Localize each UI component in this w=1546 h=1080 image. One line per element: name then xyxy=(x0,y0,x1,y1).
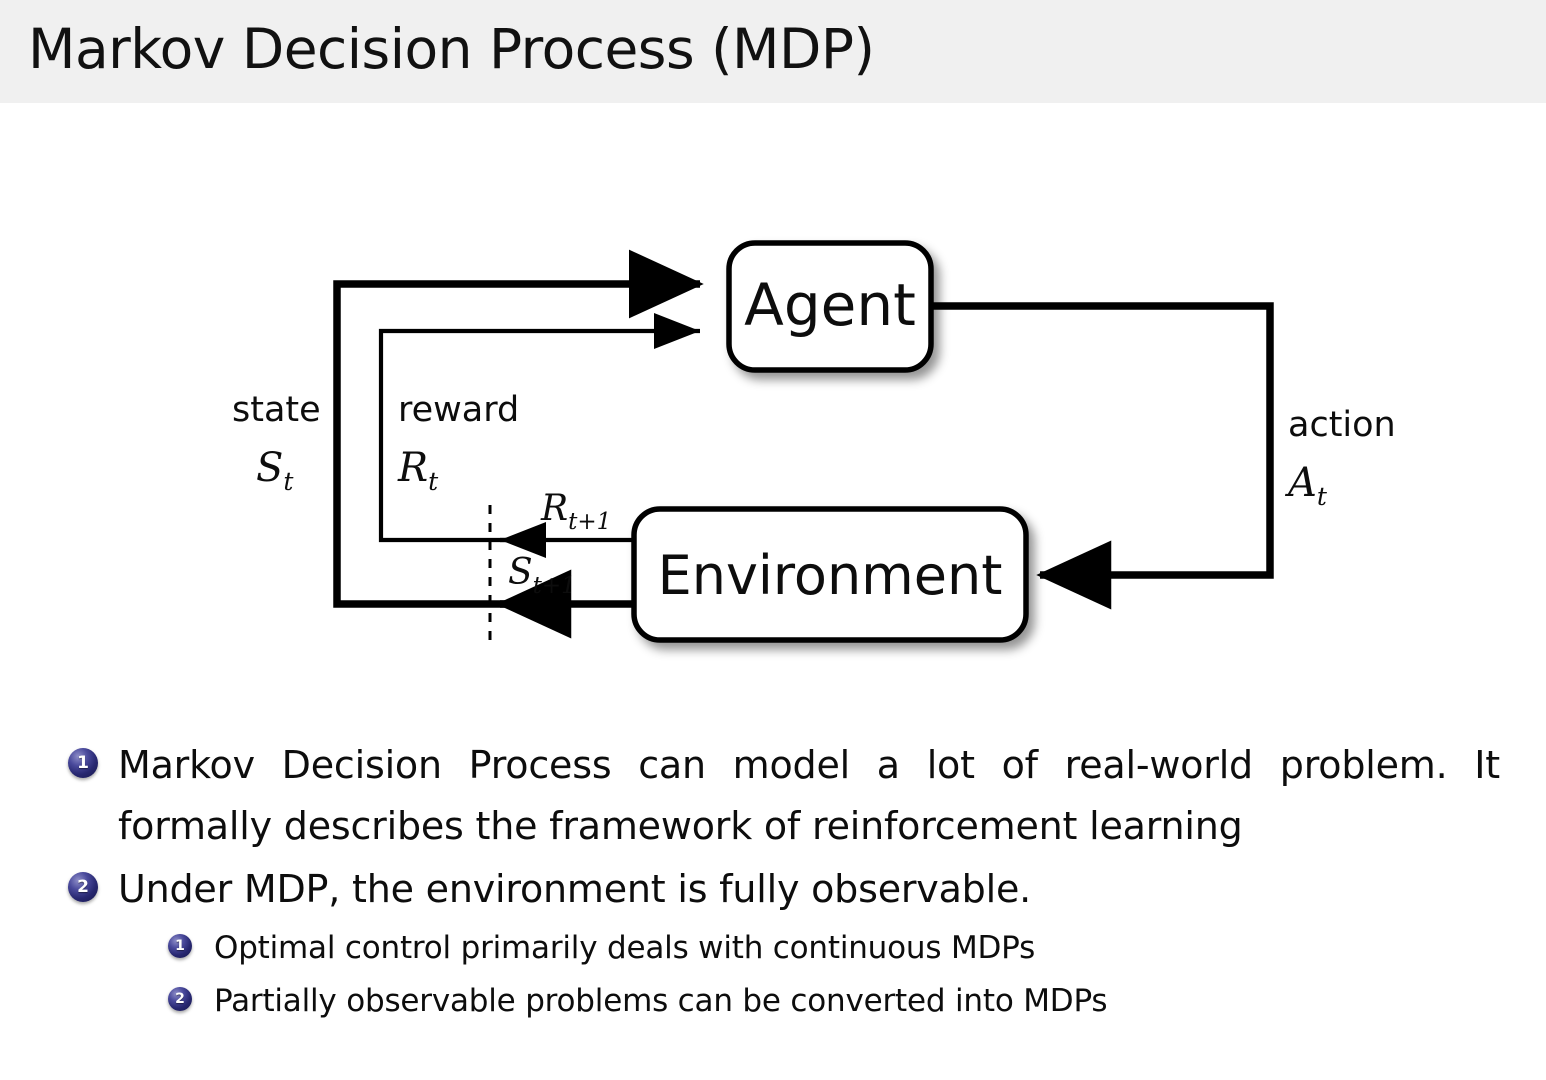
sub-bullet-marker-2: 2 xyxy=(168,987,192,1011)
reward-label-word: reward xyxy=(398,390,519,430)
list-item[interactable]: 1 Markov Decision Process can model a lo… xyxy=(0,735,1546,857)
next-reward-label: Rt+1 xyxy=(540,488,611,535)
reward-label: reward Rt xyxy=(397,390,519,496)
list-item[interactable]: 2 Under MDP, the environment is fully ob… xyxy=(0,859,1546,920)
state-label: state St xyxy=(232,390,321,496)
list-item-text: Markov Decision Process can model a lot … xyxy=(118,735,1500,857)
action-label: action At xyxy=(1284,405,1396,511)
next-state-label-sub: t+1 xyxy=(533,573,576,599)
bullet-marker-1: 1 xyxy=(68,748,98,778)
sub-list-item-text: Optimal control primarily deals with con… xyxy=(214,930,1036,966)
state-label-word: state xyxy=(232,390,321,430)
list-item-line: Markov Decision Process can model a lot … xyxy=(118,743,1500,787)
next-reward-label-base: R xyxy=(540,488,568,529)
sub-list-item[interactable]: 1 Optimal control primarily deals with c… xyxy=(0,922,1546,975)
next-state-label-base: S xyxy=(508,552,533,593)
environment-node[interactable]: Environment xyxy=(631,506,1029,643)
mdp-agent-environment-diagram: Agent Environment state St reward Rt act… xyxy=(0,103,1546,703)
next-state-label: St+1 xyxy=(508,552,576,599)
next-reward-label-sub: t+1 xyxy=(568,509,611,535)
action-label-word: action xyxy=(1288,405,1396,445)
bullet-list: 1 Markov Decision Process can model a lo… xyxy=(0,735,1546,1028)
agent-node[interactable]: Agent xyxy=(726,240,934,373)
svg-text:Rt+1: Rt+1 xyxy=(540,488,611,535)
action-label-symbol: At xyxy=(1284,460,1328,511)
reward-label-symbol: Rt xyxy=(397,445,439,496)
sub-list-item-text: Partially observable problems can be con… xyxy=(214,983,1108,1019)
sub-list-item[interactable]: 2 Partially observable problems can be c… xyxy=(0,975,1546,1028)
agent-node-label: Agent xyxy=(744,271,916,339)
slide-header-bar xyxy=(0,0,1546,103)
environment-node-label: Environment xyxy=(658,544,1003,607)
action-path xyxy=(930,302,1274,610)
list-item-text: Under MDP, the environment is fully obse… xyxy=(118,867,1032,911)
reward-feedback-path xyxy=(378,312,700,543)
state-feedback-path xyxy=(333,249,704,608)
svg-text:St+1: St+1 xyxy=(508,552,576,599)
list-item-line: formally describes the framework of rein… xyxy=(118,804,1243,848)
bullet-marker-2: 2 xyxy=(68,872,98,902)
page-title: Markov Decision Process (MDP) xyxy=(28,17,875,81)
sub-bullet-marker-1: 1 xyxy=(168,934,192,958)
state-label-symbol: St xyxy=(256,445,294,496)
